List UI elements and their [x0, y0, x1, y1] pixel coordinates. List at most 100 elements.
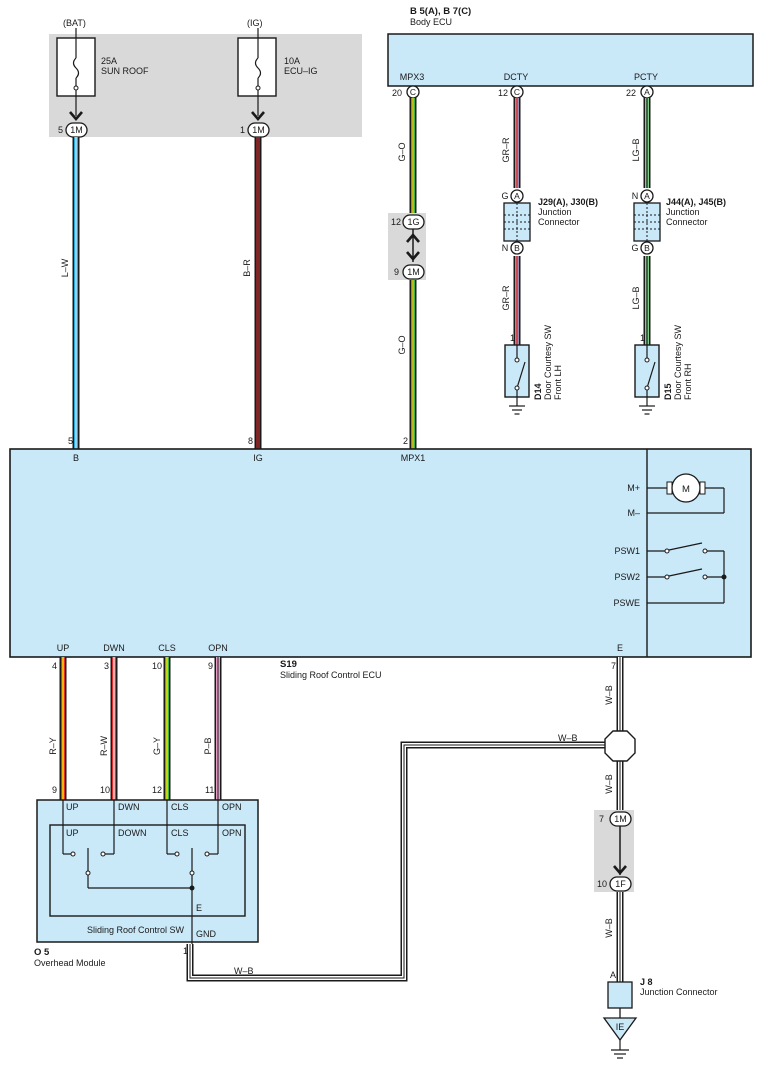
svg-text:Junction: Junction — [666, 207, 700, 217]
svg-text:R–Y: R–Y — [48, 737, 58, 755]
svg-text:5: 5 — [68, 436, 73, 446]
svg-text:B: B — [514, 243, 520, 253]
sliding-roof-switch-box — [49, 824, 246, 917]
svg-text:G–O: G–O — [397, 142, 407, 161]
svg-text:OPN: OPN — [222, 802, 242, 812]
svg-text:Connector: Connector — [666, 217, 708, 227]
svg-text:1G: 1G — [407, 217, 419, 227]
svg-text:P–B: P–B — [203, 737, 213, 754]
svg-text:A: A — [644, 87, 650, 97]
svg-text:M+: M+ — [627, 483, 640, 493]
svg-text:G–O: G–O — [397, 335, 407, 354]
fuse2-amp: 10A — [284, 56, 300, 66]
svg-text:1F: 1F — [615, 879, 626, 889]
svg-text:W–B: W–B — [558, 733, 578, 743]
splice-point — [604, 730, 636, 762]
svg-text:9: 9 — [394, 267, 399, 277]
svg-text:1M: 1M — [252, 125, 265, 135]
svg-text:PCTY: PCTY — [634, 72, 658, 82]
svg-text:UP: UP — [66, 828, 79, 838]
ecu-id: S19 — [280, 659, 297, 670]
svg-text:8: 8 — [248, 436, 253, 446]
svg-text:PSW2: PSW2 — [614, 572, 640, 582]
svg-text:Door Courtesy SW: Door Courtesy SW — [543, 324, 553, 400]
body-ecu-box — [387, 33, 754, 87]
junction-connector-j29: A G B N — [501, 189, 531, 255]
svg-text:MPX3: MPX3 — [400, 72, 425, 82]
svg-text:A: A — [644, 191, 650, 201]
svg-text:G: G — [501, 191, 508, 201]
svg-text:PSW1: PSW1 — [614, 546, 640, 556]
sliding-roof-switch-name: Sliding Roof Control SW — [87, 925, 185, 935]
svg-text:W–B: W–B — [234, 966, 254, 976]
wire-lw-label: L–W — [60, 258, 70, 277]
door-courtesy-switch-lh: 1 — [504, 333, 530, 415]
svg-text:DWN: DWN — [103, 643, 125, 653]
fuse2-symbol — [254, 57, 262, 79]
position-switches — [647, 542, 727, 604]
svg-text:D15: D15 — [663, 383, 673, 400]
svg-text:C: C — [410, 87, 416, 97]
svg-text:OPN: OPN — [222, 828, 242, 838]
svg-text:GR–R: GR–R — [501, 137, 511, 163]
svg-text:IE: IE — [616, 1022, 625, 1032]
svg-text:W–B: W–B — [604, 774, 614, 794]
door-courtesy-switch-rh: 1 — [634, 333, 660, 415]
svg-text:5: 5 — [58, 125, 63, 135]
svg-text:4: 4 — [52, 661, 57, 671]
junction-connector-j8 — [607, 981, 633, 1009]
svg-text:11: 11 — [205, 785, 214, 795]
svg-text:20: 20 — [392, 88, 402, 98]
svg-text:W–B: W–B — [604, 685, 614, 705]
svg-text:LG–B: LG–B — [631, 138, 641, 161]
svg-text:10: 10 — [152, 661, 162, 671]
svg-text:1: 1 — [510, 333, 515, 343]
svg-text:G–Y: G–Y — [152, 737, 162, 755]
svg-text:1M: 1M — [407, 267, 420, 277]
svg-text:10: 10 — [597, 879, 607, 889]
svg-text:7: 7 — [611, 661, 616, 671]
svg-text:CLS: CLS — [171, 828, 189, 838]
svg-text:E: E — [196, 903, 202, 913]
svg-text:12: 12 — [391, 217, 401, 227]
sliding-roof-switch-contacts — [62, 800, 219, 944]
svg-text:MPX1: MPX1 — [401, 453, 426, 463]
junction-connector-j44: A N B G — [631, 189, 661, 255]
svg-text:Junction: Junction — [538, 207, 572, 217]
svg-text:C: C — [514, 87, 520, 97]
svg-text:J44(A), J45(B): J44(A), J45(B) — [666, 197, 726, 207]
svg-text:Junction Connector: Junction Connector — [640, 987, 718, 997]
svg-text:G: G — [631, 243, 638, 253]
svg-text:CLS: CLS — [158, 643, 176, 653]
svg-text:1M: 1M — [70, 125, 83, 135]
svg-text:12: 12 — [498, 88, 508, 98]
svg-text:DCTY: DCTY — [504, 72, 529, 82]
svg-text:PSWE: PSWE — [613, 598, 640, 608]
fuse1-name: SUN ROOF — [101, 66, 149, 76]
svg-text:UP: UP — [57, 643, 70, 653]
svg-text:GR–R: GR–R — [501, 285, 511, 311]
svg-text:12: 12 — [152, 785, 162, 795]
svg-text:7: 7 — [599, 814, 604, 824]
svg-text:N: N — [502, 243, 509, 253]
svg-text:UP: UP — [66, 802, 79, 812]
fuse1-symbol — [72, 57, 80, 79]
svg-text:Front RH: Front RH — [683, 363, 693, 400]
svg-text:2: 2 — [403, 436, 408, 446]
svg-text:M: M — [682, 484, 690, 495]
fuse1-source: (BAT) — [63, 18, 86, 28]
svg-text:DOWN: DOWN — [118, 828, 147, 838]
overhead-module-name: Overhead Module — [34, 958, 106, 968]
svg-text:E: E — [617, 643, 623, 653]
svg-text:J29(A), J30(B): J29(A), J30(B) — [538, 197, 598, 207]
svg-text:J 8: J 8 — [640, 977, 653, 987]
svg-text:22: 22 — [626, 88, 636, 98]
svg-text:1: 1 — [240, 125, 245, 135]
svg-text:DWN: DWN — [118, 802, 140, 812]
svg-text:N: N — [632, 191, 639, 201]
svg-text:D14: D14 — [533, 383, 543, 400]
svg-text:CLS: CLS — [171, 802, 189, 812]
fuse1-amp: 25A — [101, 56, 117, 66]
svg-text:M–: M– — [627, 508, 640, 518]
